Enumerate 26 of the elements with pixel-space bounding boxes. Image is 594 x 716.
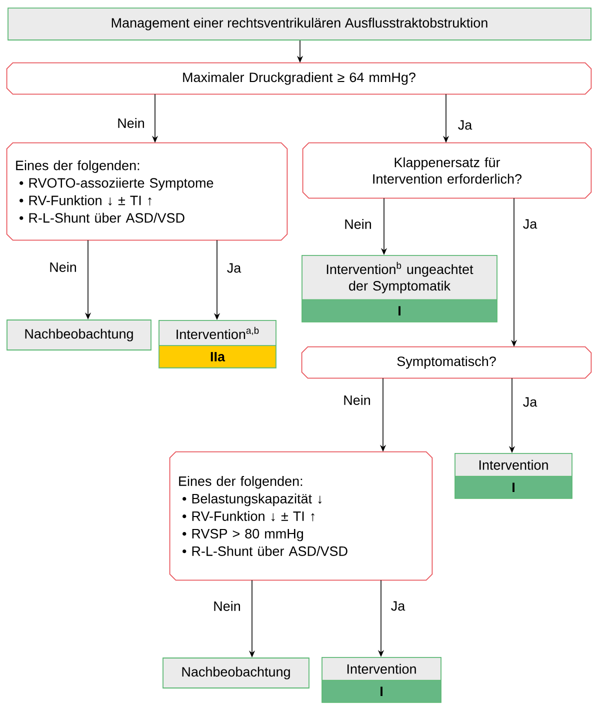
- decision-box: Maximaler Druckgradient ≥ 64 mmHg?: [6, 62, 592, 95]
- edge-label: Ja: [522, 396, 538, 408]
- decision-box: Symptomatisch?: [301, 346, 592, 379]
- criteria-box: Eines der folgenden: • RVOTO-assoziierte Symptome • RV-Funktion ↓ ± TI ↑ • R-L-Shunt über ASD/VSD: [6, 142, 288, 241]
- criteria-box: Eines der folgenden: • Belastungskapazität ↓ • RV-Funktion ↓ ± TI ↑ • RVSP > 80 mmHg • R-L-Shunt über ASD/VSD: [169, 451, 433, 581]
- node-label: I: [380, 686, 382, 696]
- intervention-box: Intervention$^{a,b}$ IIa: [158, 320, 276, 368]
- outcome-box: Nachbeobachtung: [162, 658, 310, 688]
- edge-label: Ja: [522, 218, 538, 230]
- edge-label: Nein: [116, 117, 146, 129]
- edge-label: Nein: [48, 261, 78, 273]
- edge-label: Ja: [226, 262, 242, 274]
- edge-label: Nein: [343, 218, 373, 230]
- intervention-box: Intervention$^{b}$ ungeachtet der Symptomatik I: [302, 255, 498, 322]
- edge-label: Nein: [212, 600, 242, 612]
- intervention-box: Intervention I: [454, 453, 572, 499]
- title-box: Management einer rechtsventrikulären Ausflusstraktobstruktion: [8, 8, 592, 40]
- node-label: IIa: [210, 352, 226, 362]
- edge-label: Ja: [456, 119, 474, 131]
- edge-label: Nein: [342, 394, 372, 406]
- decision-box: Klappenersatz für Intervention erforderlich?: [302, 142, 592, 199]
- outcome-box: Nachbeobachtung: [6, 320, 152, 350]
- edge-label: Ja: [390, 600, 406, 612]
- intervention-box: Intervention I: [322, 657, 442, 703]
- node-label: I: [512, 482, 514, 492]
- node-label: I: [398, 306, 400, 316]
